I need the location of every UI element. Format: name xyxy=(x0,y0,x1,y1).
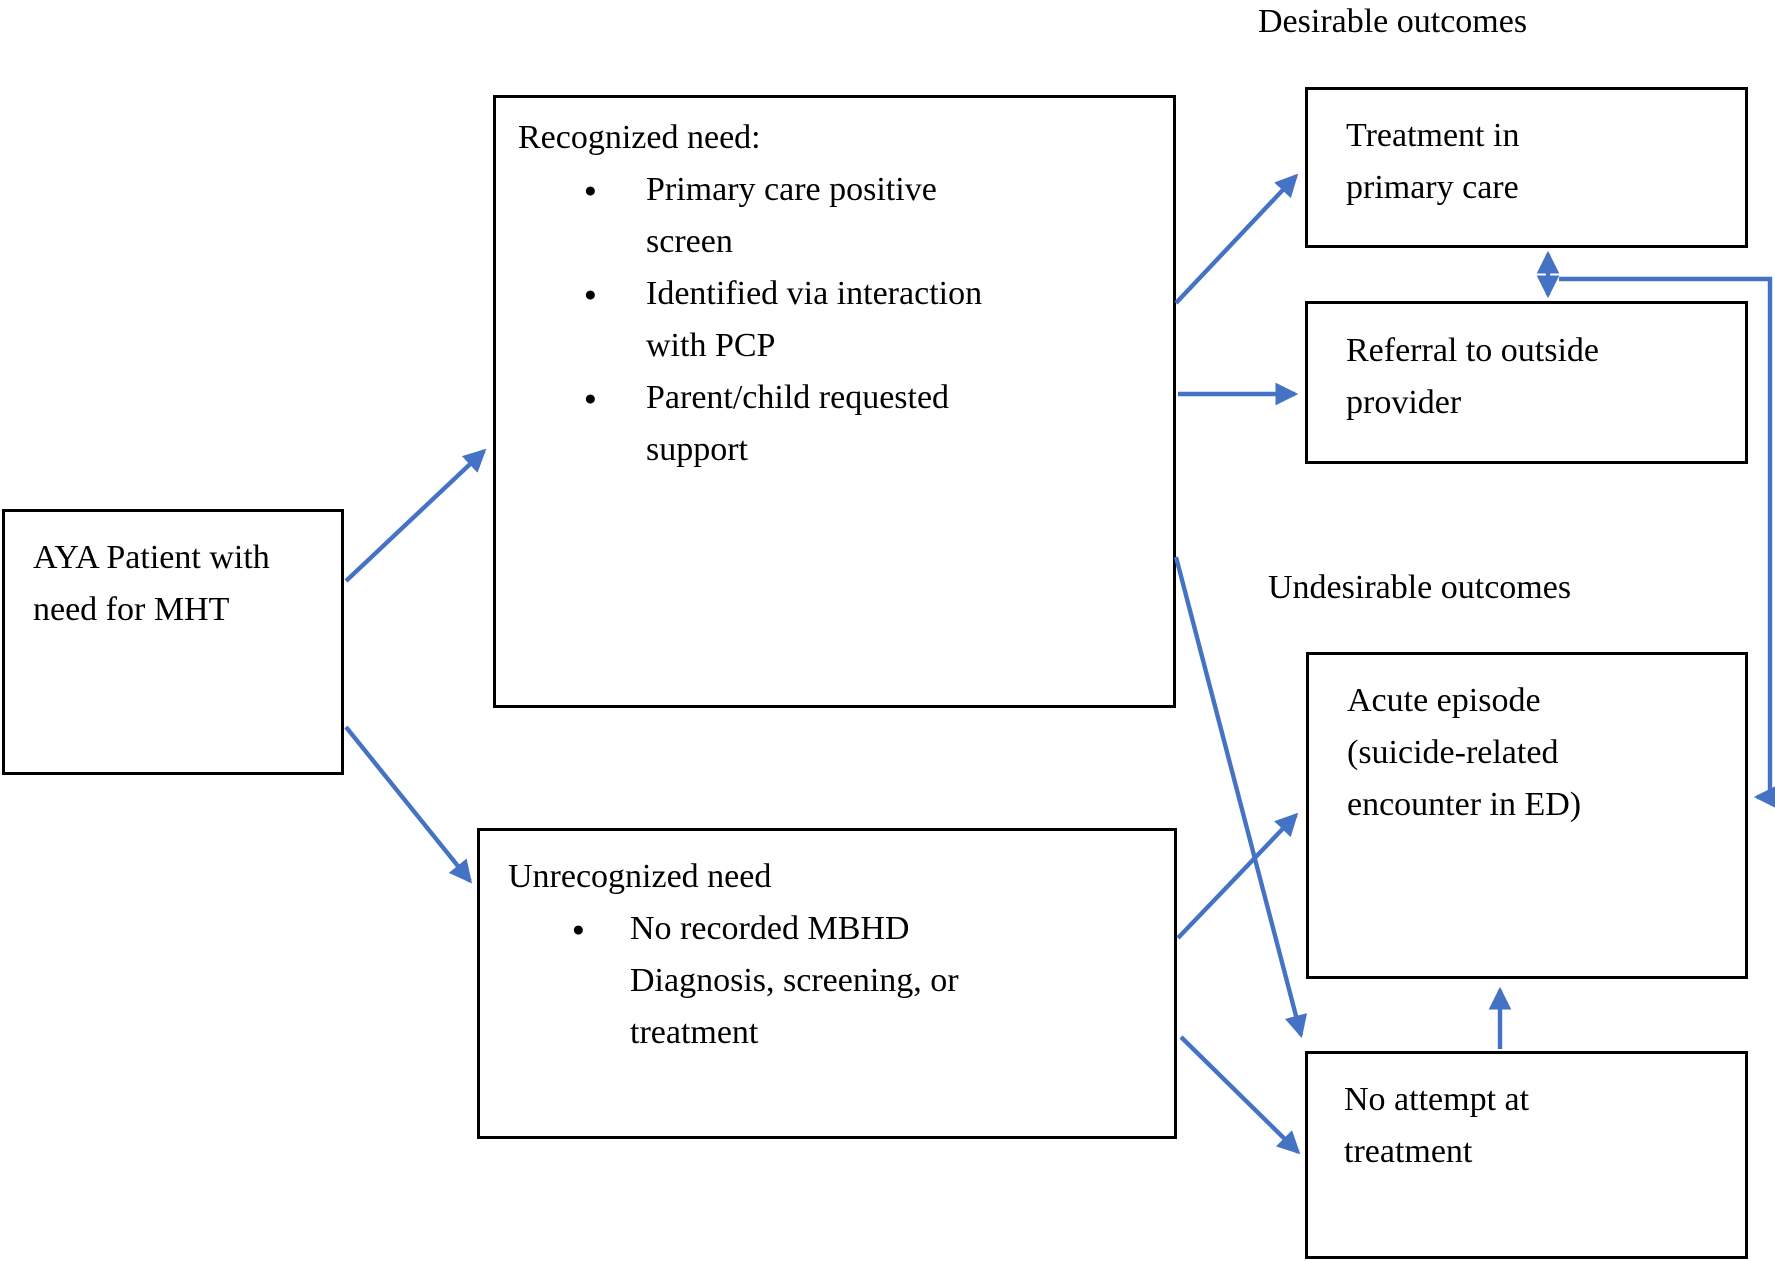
node-unrecognized-need: Unrecognized need ● No recorded MBHD Dia… xyxy=(477,828,1177,1139)
undesirable-outcomes-heading: Undesirable outcomes xyxy=(1268,569,1572,606)
node-acute-episode-label: Acute episode (suicide-related encounter… xyxy=(1347,682,1582,823)
bullet-icon: ● xyxy=(584,178,597,202)
bullet-text: Primary care positive screen xyxy=(646,171,937,260)
bullet-icon: ● xyxy=(584,282,597,306)
arrow-recognized-to-no-attempt xyxy=(1173,556,1308,1039)
node-no-attempt-at-treatment: No attempt at treatment xyxy=(1305,1051,1748,1259)
list-item: ● Parent/child requested support xyxy=(584,372,1165,476)
bullet-icon: ● xyxy=(572,917,585,941)
node-unrecognized-need-title: Unrecognized need xyxy=(508,858,772,895)
arrow-unrecognized-to-acute xyxy=(1176,812,1299,940)
bullet-icon: ● xyxy=(584,386,597,410)
node-treatment-label: Treatment in primary care xyxy=(1346,117,1520,206)
list-item: ● Identified via interaction with PCP xyxy=(584,268,1165,372)
node-referral-label: Referral to outside provider xyxy=(1346,332,1600,421)
arrow-aya-to-recognized xyxy=(344,448,487,583)
recognized-need-bullet-list: ● Primary care positive screen ● Identif… xyxy=(518,164,1165,476)
node-acute-episode: Acute episode (suicide-related encounter… xyxy=(1306,652,1748,979)
node-recognized-need: Recognized need: ● Primary care positive… xyxy=(493,95,1176,708)
bullet-text: Parent/child requested support xyxy=(646,379,950,468)
unrecognized-need-bullet-list: ● No recorded MBHD Diagnosis, screening,… xyxy=(508,903,1166,1059)
node-no-attempt-label: No attempt at treatment xyxy=(1344,1081,1530,1170)
bullet-text: Identified via interaction with PCP xyxy=(646,275,983,364)
node-referral-to-outside-provider: Referral to outside provider xyxy=(1305,301,1748,464)
node-recognized-need-title: Recognized need: xyxy=(518,119,761,156)
node-treatment-in-primary-care: Treatment in primary care xyxy=(1305,87,1748,248)
arrow-aya-to-unrecognized xyxy=(344,725,473,884)
node-aya-patient: AYA Patient with need for MHT xyxy=(2,509,344,775)
list-item: ● No recorded MBHD Diagnosis, screening,… xyxy=(572,903,1166,1059)
desirable-outcomes-heading: Desirable outcomes xyxy=(1258,3,1528,40)
list-item: ● Primary care positive screen xyxy=(584,164,1165,268)
node-aya-patient-label: AYA Patient with need for MHT xyxy=(33,539,270,628)
bullet-text: No recorded MBHD Diagnosis, screening, o… xyxy=(630,910,959,1051)
arrow-unrecognized-to-no-attempt xyxy=(1179,1035,1301,1155)
arrow-recognized-to-treatment xyxy=(1174,173,1299,305)
